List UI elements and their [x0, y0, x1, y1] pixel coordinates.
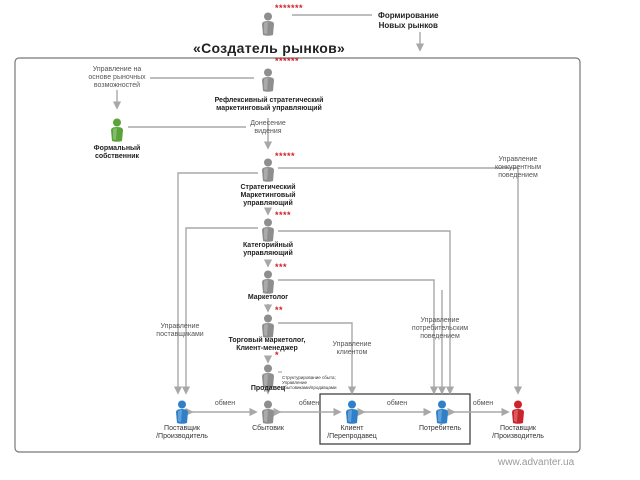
role-strategic: Стратегический Маркетинговый управляющий: [240, 184, 296, 207]
role-seller: Продавец: [250, 385, 286, 392]
role-marketer: Маркетолог: [247, 294, 289, 301]
note-competitive: Управление конкурентным поведением: [494, 156, 542, 179]
market-frame: [14, 57, 581, 453]
person-consumer-icon: [436, 400, 448, 424]
note-clients: Управление клиентом: [332, 341, 372, 356]
stars-marketer: ***: [275, 262, 288, 272]
note-vision: Донесение видения: [250, 120, 286, 135]
person-marketer-icon: [262, 270, 274, 294]
person-owner-icon: [111, 118, 123, 142]
person-distributor-icon: [262, 400, 274, 424]
person-trade-icon: [262, 314, 274, 338]
person-seller-icon: [262, 364, 274, 388]
role-reflexive: Рефлексивный стратегический маркетинговы…: [214, 97, 324, 112]
exchange-label-3: обмен: [386, 400, 408, 407]
role-consumer: Потребитель: [418, 425, 462, 432]
stars-seller: *: [275, 350, 280, 360]
exchange-label-1: обмен: [214, 400, 236, 407]
exchange-label-4: обмен: [472, 400, 494, 407]
role-distributor: Сбытовик: [252, 425, 284, 432]
stars-top: *******: [275, 3, 304, 13]
person-top-icon: [262, 12, 274, 36]
diagram-title: «Создатель рынков»: [193, 40, 346, 56]
person-strategic-icon: [262, 158, 274, 182]
role-trade: Торговый маркетолог, Клиент-менеджер: [228, 337, 306, 352]
role-owner: Формальный собственник: [93, 145, 141, 160]
stars-strategic: *****: [275, 151, 296, 161]
note-market-opportunities: Управление на основe рыночных возможност…: [88, 66, 146, 89]
note-sales-system: Структурирование сбыта; Управление сбыто…: [282, 375, 337, 390]
client-consumer-box: [319, 393, 471, 445]
footer-url: www.advanter.ua: [498, 457, 575, 468]
note-consumer-behavior: Управление потребительским поведением: [411, 317, 469, 340]
role-supplier-left: Поставщик /Производитель: [156, 425, 208, 440]
stars-reflexive: ******: [275, 56, 300, 66]
exchange-label-2: обмен: [298, 400, 320, 407]
role-supplier-right: Поставщик /Производитель: [492, 425, 544, 440]
stars-trade: **: [275, 305, 284, 315]
person-category-icon: [262, 218, 274, 242]
person-client-icon: [346, 400, 358, 424]
person-supplier-right-icon: [512, 400, 524, 424]
person-reflexive-icon: [262, 68, 274, 92]
role-category: Категорийный управляющий: [242, 242, 294, 257]
new-markets-label: Формирование Новых рынков: [378, 11, 439, 30]
note-suppliers: Управление поставщиками: [156, 323, 204, 338]
stars-category: ****: [275, 210, 292, 220]
person-supplier-left-icon: [176, 400, 188, 424]
role-client: Клиент /Перепродавец: [327, 425, 377, 440]
